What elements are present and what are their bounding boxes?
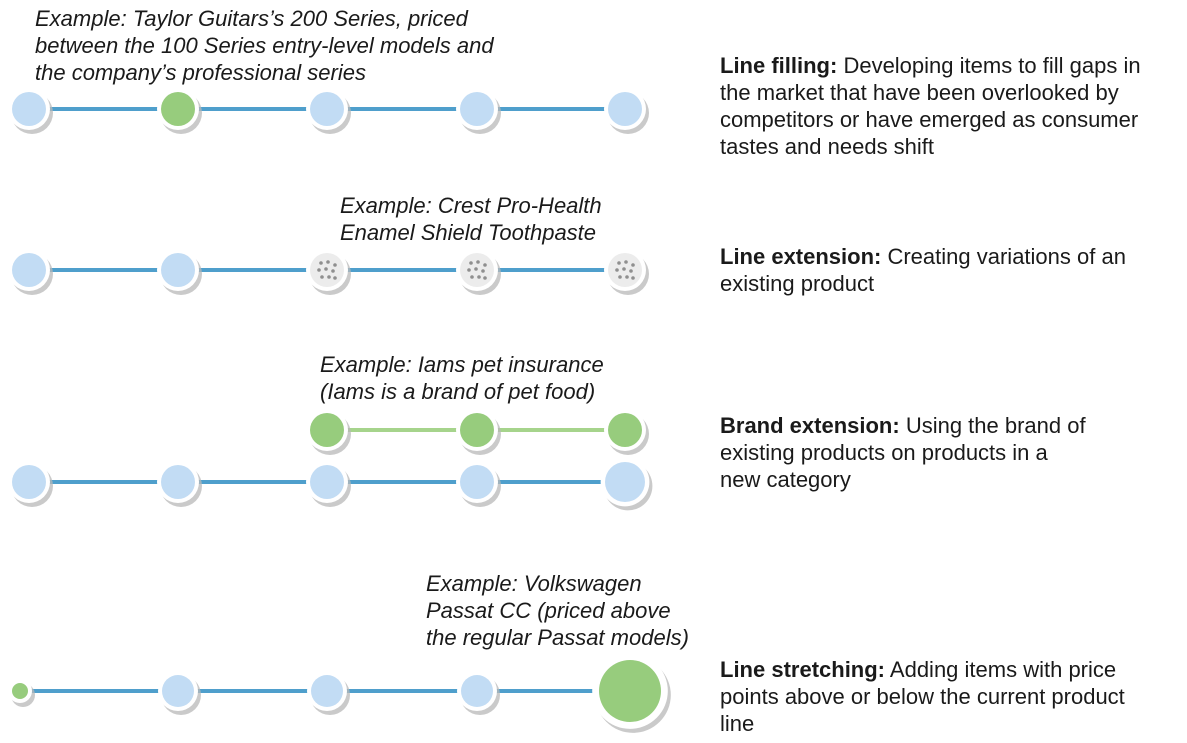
- brand-extension-desc-line-3: new category: [720, 467, 851, 492]
- brand-extension-existing-item: [306, 461, 351, 507]
- line-filling-desc-line-1: Developing items to fill gaps in: [837, 53, 1141, 78]
- line-stretching-existing-item: [158, 671, 201, 715]
- line-extension-variation-item: [456, 249, 501, 295]
- line-filling-example-line-3: the company’s professional series: [35, 60, 366, 85]
- line-stretching-existing-item: [307, 671, 350, 715]
- line-stretching-example-line-2: Passat CC (priced above: [426, 598, 671, 623]
- line-extension-description: Line extension: Creating variations of a…: [720, 243, 1126, 297]
- line-extension-desc-line-2: existing product: [720, 271, 875, 296]
- line-extension-example: Example: Crest Pro-Health Enamel Shield …: [340, 192, 602, 246]
- brand-extension-new-item: [604, 409, 649, 455]
- brand-extension-existing-item: [600, 457, 653, 511]
- line-filling-existing-item: [604, 88, 649, 134]
- brand-extension-desc-line-1: Using the brand of: [899, 413, 1086, 438]
- line-extension-existing-item: [157, 249, 202, 295]
- line-stretching-desc-line-3: line: [720, 711, 755, 736]
- line-stretching-example-line-1: Example: Volkswagen: [426, 571, 642, 596]
- line-stretching-example: Example: Volkswagen Passat CC (priced ab…: [426, 570, 689, 651]
- line-extension-example-line-2: Enamel Shield Toothpaste: [340, 220, 597, 245]
- brand-extension-existing-item: [157, 461, 202, 507]
- line-stretching-term: Line stretching:: [720, 657, 886, 682]
- brand-extension-example-line-1: Example: Iams pet insurance: [320, 352, 604, 377]
- brand-extension-example-line-2: (Iams is a brand of pet food): [320, 379, 596, 404]
- line-filling-desc-line-3: competitors or have emerged as consumer: [720, 107, 1139, 132]
- line-filling-existing-item: [8, 88, 53, 134]
- line-extension-desc-line-1: Creating variations of an: [881, 244, 1126, 269]
- line-stretching-low-item: [8, 679, 35, 707]
- brand-extension-example: Example: Iams pet insurance (Iams is a b…: [320, 351, 604, 405]
- brand-extension-existing-item: [456, 461, 501, 507]
- line-extension-variation-item: [306, 249, 351, 295]
- line-filling-example: Example: Taylor Guitars’s 200 Series, pr…: [35, 5, 494, 86]
- line-filling-example-line-2: between the 100 Series entry-level model…: [35, 33, 494, 58]
- brand-extension-desc-line-2: existing products on products in a: [720, 440, 1048, 465]
- line-filling-example-line-1: Example: Taylor Guitars’s 200 Series, pr…: [35, 6, 468, 31]
- brand-extension-new-item: [306, 409, 351, 455]
- line-filling-term: Line filling:: [720, 53, 838, 78]
- line-stretching-high-item: [592, 653, 671, 733]
- line-stretching-desc-line-2: points above or below the current produc…: [720, 684, 1125, 709]
- line-filling-desc-line-4: tastes and needs shift: [720, 134, 935, 159]
- brand-extension-new-item: [456, 409, 501, 455]
- line-stretching-description: Line stretching: Adding items with price…: [720, 656, 1125, 737]
- line-filling-desc-line-2: the market that have been overlooked by: [720, 80, 1119, 105]
- line-filling-existing-item: [306, 88, 351, 134]
- brand-extension-existing-item: [8, 461, 53, 507]
- line-stretching-existing-item: [457, 671, 500, 715]
- brand-extension-term: Brand extension:: [720, 413, 900, 438]
- product-line-diagram: [8, 88, 671, 733]
- line-filling-description: Line filling: Developing items to fill g…: [720, 52, 1141, 160]
- line-filling-new-item: [157, 88, 202, 134]
- line-stretching-example-line-3: the regular Passat models): [426, 625, 689, 650]
- line-stretching-desc-line-1: Adding items with price: [885, 657, 1117, 682]
- brand-extension-description: Brand extension: Using the brand of exis…: [720, 412, 1086, 493]
- line-extension-existing-item: [8, 249, 53, 295]
- line-extension-term: Line extension:: [720, 244, 882, 269]
- line-extension-example-line-1: Example: Crest Pro-Health: [340, 193, 602, 218]
- line-extension-variation-item: [604, 249, 649, 295]
- line-filling-existing-item: [456, 88, 501, 134]
